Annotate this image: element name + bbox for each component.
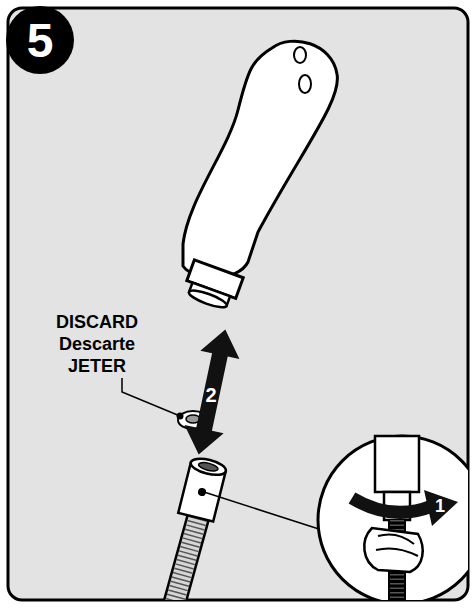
discard-label: JETER xyxy=(68,357,126,375)
double-arrow xyxy=(179,325,245,459)
finger-lines xyxy=(376,534,418,556)
hose-nut xyxy=(178,456,227,522)
hose-corrugation xyxy=(172,518,198,600)
leader-dot xyxy=(177,413,184,420)
leader-line xyxy=(204,492,322,530)
panel-frame xyxy=(8,8,468,600)
rotate-arrow xyxy=(352,498,432,512)
sprayer-button xyxy=(299,75,311,93)
hose-body xyxy=(172,518,198,600)
hand xyxy=(364,528,422,572)
rotate-arrowhead xyxy=(424,490,458,526)
hose-outline xyxy=(172,518,198,600)
callout-number: 2 xyxy=(205,385,216,405)
step-number: 5 xyxy=(27,17,54,65)
sprayer-body xyxy=(183,41,337,277)
sprayer-head xyxy=(182,41,338,312)
sprayer-outlet xyxy=(187,287,228,310)
discard-label: Descarte xyxy=(59,335,135,353)
sprayer-button xyxy=(294,47,306,63)
nut-hole xyxy=(198,461,219,473)
step-badge xyxy=(6,6,74,74)
detail-circle xyxy=(318,436,468,600)
nozzle-body xyxy=(375,436,419,492)
callout-number: 1 xyxy=(435,497,445,515)
nut-top xyxy=(189,456,227,478)
discard-label: DISCARD xyxy=(56,313,138,331)
leader-line xyxy=(122,378,180,416)
detail-inset xyxy=(318,436,468,600)
